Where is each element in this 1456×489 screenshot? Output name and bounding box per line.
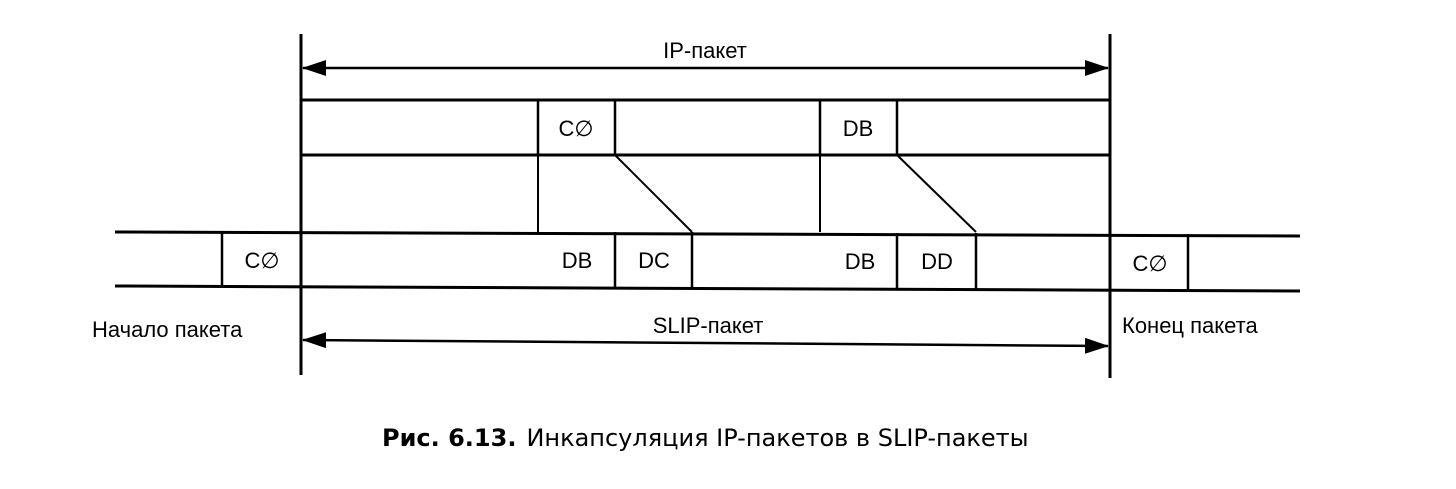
ip-cell-c0: C∅ — [536, 98, 617, 157]
connector-db-right — [896, 154, 977, 233]
slip-cell-dc: DC — [638, 232, 694, 287]
start-of-packet-label: Начало пакета — [92, 317, 243, 342]
ip-packet-label: IP-пакет — [663, 38, 747, 63]
slip-cell-dd: DD — [921, 233, 978, 289]
slip-cell-dc-label: DC — [638, 248, 670, 273]
ip-cell-db: DB — [818, 98, 899, 157]
figure-number: Рис. 6.13. — [382, 424, 516, 452]
figure-caption: Рис. 6.13. Инкапсуляция IP-пакетов в SLIP… — [382, 424, 1029, 452]
connector-c0-right — [614, 154, 693, 233]
slip-frame-top — [114, 230, 1301, 238]
slip-cell-c0-start: C∅ — [220, 232, 280, 286]
slip-frame-bottom — [114, 284, 1301, 293]
slip-cell-c0-end: C∅ — [1132, 234, 1190, 290]
end-of-packet-label: Конец пакета — [1122, 313, 1259, 338]
slip-cell-db-1-label: DB — [562, 248, 593, 273]
figure-caption-text: Инкапсуляция IP-пакетов в SLIP-пакеты — [526, 424, 1028, 452]
slip-cell-db-1: DB — [562, 232, 617, 287]
slip-packet-arrow — [302, 332, 1109, 354]
ip-cell-db-label: DB — [843, 116, 874, 141]
slip-cell-db-2-label: DB — [845, 249, 876, 274]
slip-cell-c0-start-label: C∅ — [244, 248, 279, 273]
ip-cell-c0-label: C∅ — [558, 116, 593, 141]
slip-cell-dd-label: DD — [921, 249, 953, 274]
slip-cell-c0-end-label: C∅ — [1132, 251, 1167, 276]
slip-packet-label: SLIP-пакет — [653, 313, 764, 338]
slip-cell-db-2: DB — [845, 233, 899, 288]
